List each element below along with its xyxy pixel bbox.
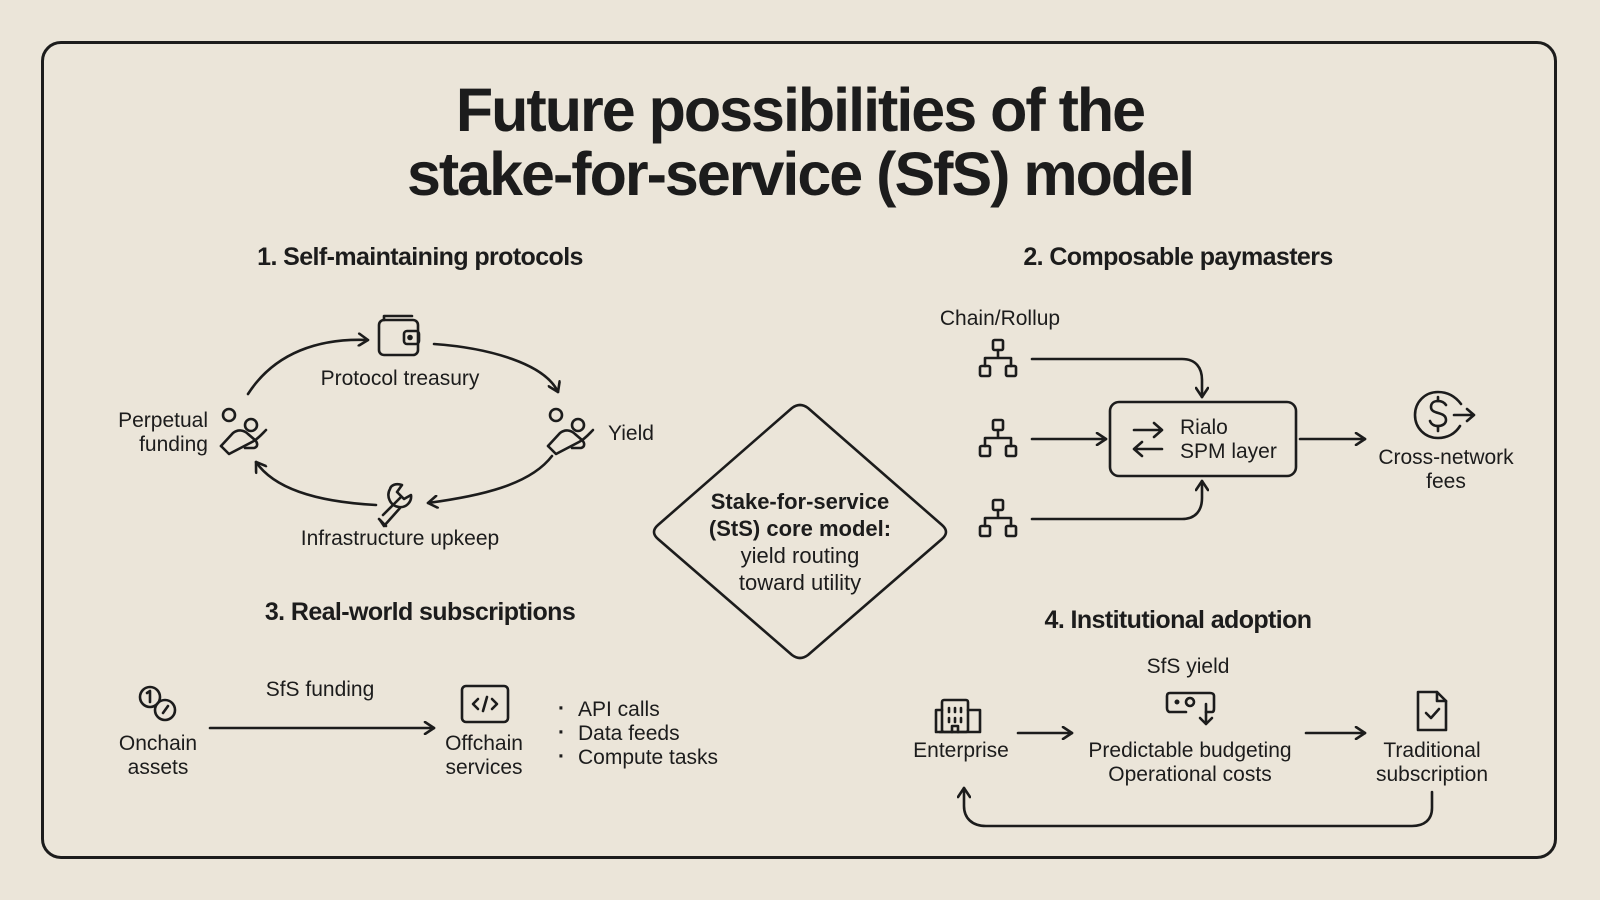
perpetual-line-1: Perpetual xyxy=(118,409,208,432)
page-title: Future possibilities of the stake-for-se… xyxy=(0,78,1600,206)
document-check-icon xyxy=(1416,690,1448,732)
label-chain-rollup: Chain/Rollup xyxy=(939,307,1061,330)
cycle-arrow-to-upkeep xyxy=(426,454,554,503)
dollar-coin-icon xyxy=(1413,390,1476,440)
network-icon-2 xyxy=(978,418,1018,458)
spm-line-1: Rialo xyxy=(1180,416,1228,439)
offchain-line-1: Offchain xyxy=(445,732,523,755)
spm-line-2: SPM layer xyxy=(1180,440,1277,463)
cash-flow-icon xyxy=(1165,691,1216,726)
wallet-icon xyxy=(377,314,421,357)
hand-coin-icon-yield xyxy=(546,407,595,456)
arrow-chain1-to-spm xyxy=(1030,357,1202,399)
spm-layer-label: Rialo SPM layer xyxy=(1180,416,1277,464)
bullet-item: API calls xyxy=(558,697,718,722)
cycle-arrow-to-treasury xyxy=(246,340,370,396)
wrench-icon xyxy=(377,482,413,528)
section2-heading: 2. Composable paymasters xyxy=(1023,243,1333,271)
cycle-arrow-to-yield xyxy=(432,342,558,394)
budget-line-2: Operational costs xyxy=(1108,763,1272,786)
arrow-chain3-to-spm xyxy=(1030,479,1202,521)
trad-line-2: subscription xyxy=(1375,763,1489,786)
network-icon-1 xyxy=(978,338,1018,378)
budget-line-1: Predictable budgeting xyxy=(1088,739,1292,762)
onchain-line-2: assets xyxy=(127,756,189,779)
label-traditional-subscription: Traditional subscription xyxy=(1376,739,1488,787)
arrow-subscription-back-to-enterprise xyxy=(964,786,1434,828)
code-window-icon xyxy=(460,684,510,724)
label-offchain-services: Offchain services xyxy=(445,732,523,780)
spm-layer-box xyxy=(1108,400,1298,478)
title-line-1: Future possibilities of the xyxy=(455,76,1146,144)
title-line-2: stake-for-service (SfS) model xyxy=(406,140,1195,208)
label-onchain-assets: Onchain assets xyxy=(119,732,197,780)
section1-heading: 1. Self-maintaining protocols xyxy=(257,243,583,271)
building-icon xyxy=(934,698,982,734)
diagram-frame xyxy=(41,41,1557,859)
section3-heading: 3. Real-world subscriptions xyxy=(264,598,576,626)
label-enterprise: Enterprise xyxy=(913,739,1009,762)
fees-line-2: fees xyxy=(1426,470,1466,493)
bullet-item: Compute tasks xyxy=(558,745,718,770)
label-predictable-budgeting: Predictable budgeting Operational costs xyxy=(1088,739,1291,787)
label-sfs-funding: SfS funding xyxy=(265,678,375,701)
coins-icon xyxy=(138,685,177,722)
section4-heading: 4. Institutional adoption xyxy=(1044,606,1313,634)
core-bold-line-1: Stake-for-service xyxy=(710,489,890,514)
label-protocol-treasury: Protocol treasury xyxy=(320,367,480,390)
bullet-item: Data feeds xyxy=(558,721,718,746)
network-icon-3 xyxy=(978,498,1018,538)
swap-arrows-icon xyxy=(1132,421,1164,458)
core-model-text: Stake-for-service (StS) core model: yiel… xyxy=(700,488,900,596)
label-perpetual-funding: Perpetual funding xyxy=(118,409,208,457)
trad-line-1: Traditional xyxy=(1383,739,1481,762)
cycle-arrow-to-funding xyxy=(254,460,378,507)
onchain-line-1: Onchain xyxy=(118,732,198,755)
service-bullet-list: API calls Data feeds Compute tasks xyxy=(558,697,718,770)
offchain-line-2: services xyxy=(445,756,523,779)
core-line-3: yield routing xyxy=(740,543,860,568)
label-yield: Yield xyxy=(608,422,654,445)
label-cross-network-fees: Cross-network fees xyxy=(1378,446,1513,494)
hand-coin-icon-funding xyxy=(219,407,268,456)
core-model-diamond xyxy=(652,403,948,660)
perpetual-line-2: funding xyxy=(139,433,208,456)
core-line-4: toward utility xyxy=(738,570,862,595)
label-sfs-yield: SfS yield xyxy=(1146,655,1230,678)
core-bold-line-2: (StS) core model: xyxy=(708,516,892,541)
label-infrastructure-upkeep: Infrastructure upkeep xyxy=(300,527,500,550)
fees-line-1: Cross-network xyxy=(1378,446,1514,469)
